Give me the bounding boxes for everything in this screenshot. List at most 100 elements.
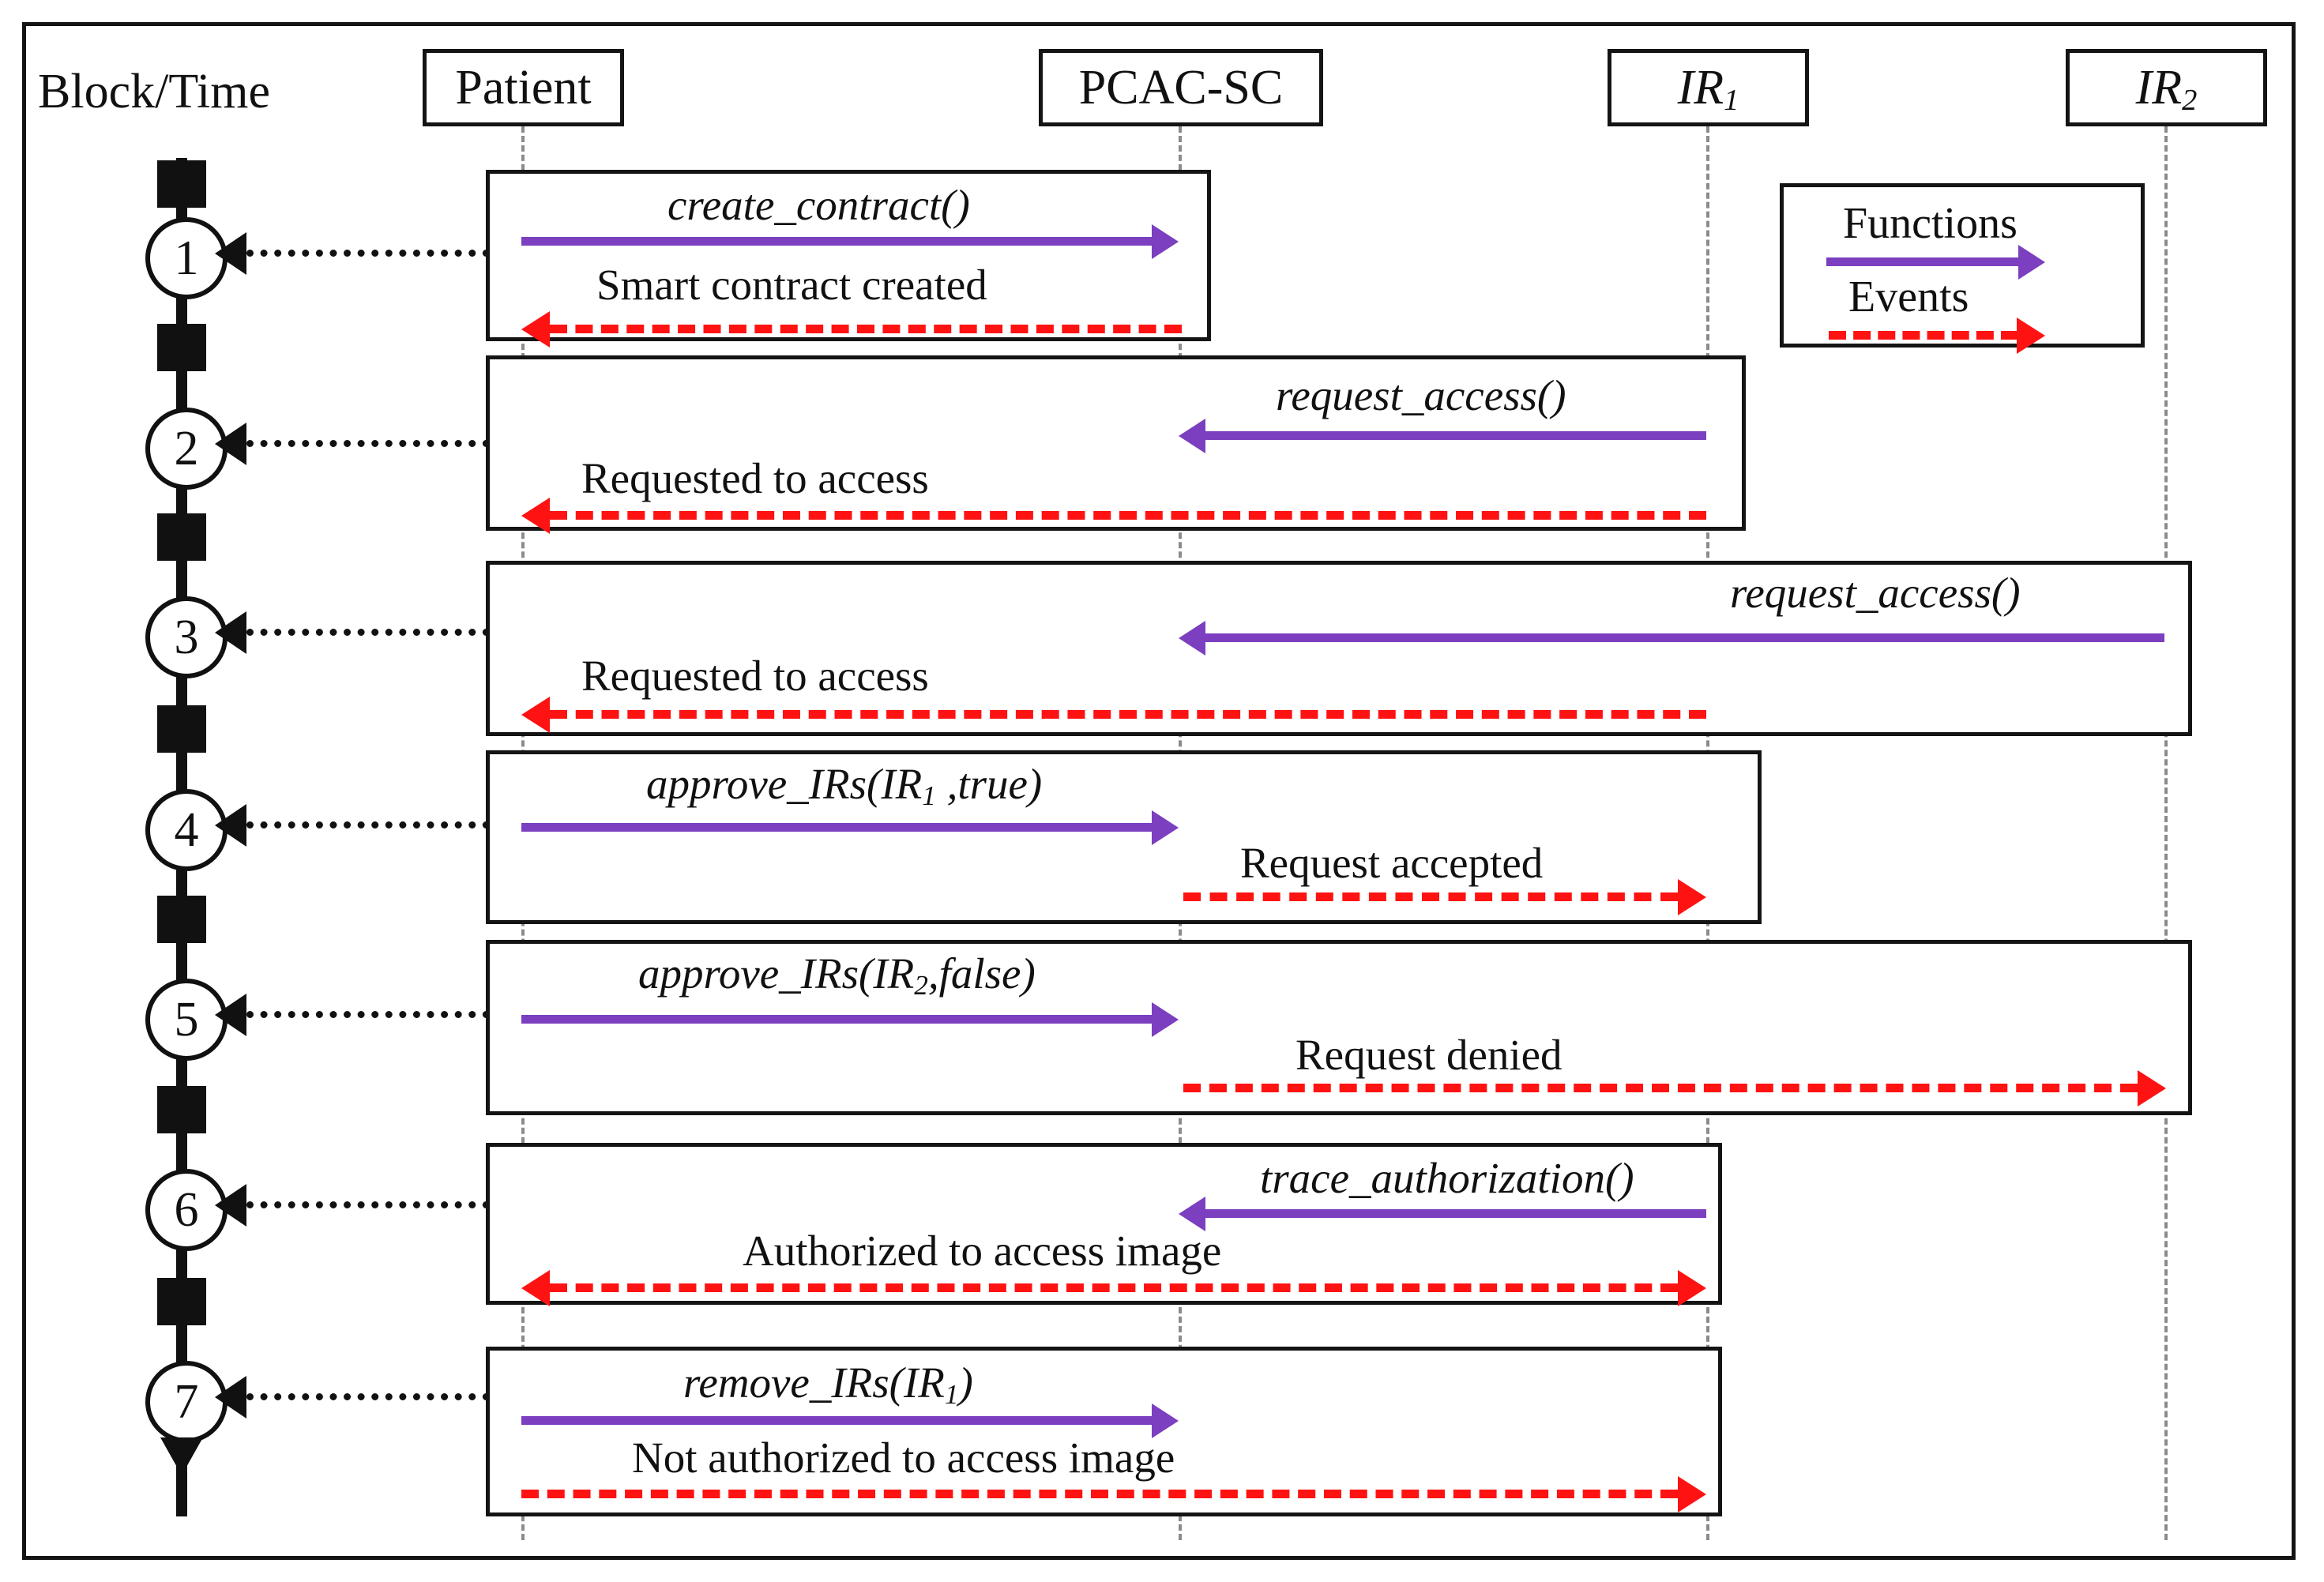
function-label-1: create_contract() <box>667 181 970 229</box>
block-box-7 <box>486 1347 1722 1516</box>
actor-box-pcac-sc[interactable]: PCAC-SC <box>1039 49 1323 126</box>
timeline-step-number: 2 <box>174 422 199 475</box>
function-arrow-head-4 <box>1152 810 1179 845</box>
function-arrow-head-5 <box>1152 1002 1179 1037</box>
function-arrow-line-5 <box>521 1015 1163 1024</box>
event-label-7: Not authorized to access image <box>632 1434 1175 1482</box>
lifeline-ir2 <box>2164 126 2168 1540</box>
block-box-1 <box>486 170 1211 341</box>
event-arrow-line-5 <box>1183 1084 2138 1092</box>
timeline-step-number: 3 <box>174 611 199 664</box>
function-label-5: approve_IRs(IR2,false) <box>638 949 1036 1001</box>
timeline-step-1[interactable]: 1 <box>145 217 228 299</box>
event-arrow-head-7 <box>1678 1476 1706 1512</box>
timeline-end-arrow-icon <box>160 1437 203 1475</box>
event-arrow-line-4 <box>1183 892 1678 901</box>
event-arrow-head-3 <box>521 697 550 733</box>
timeline-step-5[interactable]: 5 <box>145 979 228 1061</box>
legend-function-arrow-line <box>1826 257 2018 266</box>
step-connector-arrow-4 <box>215 804 246 847</box>
timeline-block-marker <box>157 160 206 208</box>
actor-box-ir2[interactable]: IR2 <box>2066 49 2267 126</box>
function-label-7: remove_IRs(IR1) <box>683 1358 973 1410</box>
step-connector-arrow-1 <box>215 232 246 275</box>
event-label-2: Requested to access <box>581 454 929 502</box>
function-arrow-head-7 <box>1152 1404 1179 1438</box>
function-label-3: request_access() <box>1730 569 2021 617</box>
event-label-4: Request accepted <box>1240 839 1544 887</box>
timeline-step-2[interactable]: 2 <box>145 408 228 490</box>
block-box-3 <box>486 561 2192 736</box>
step-connector-line-6 <box>246 1201 490 1208</box>
step-connector-line-2 <box>246 440 490 447</box>
timeline-step-3[interactable]: 3 <box>145 596 228 678</box>
function-label-2: request_access() <box>1276 371 1566 419</box>
timeline-block-marker <box>157 896 206 943</box>
event-arrow-head-6-left <box>521 1270 550 1306</box>
block-time-title: Block/Time <box>38 65 270 118</box>
timeline-step-number: 5 <box>174 993 199 1047</box>
step-connector-line-5 <box>246 1011 490 1018</box>
event-arrow-head-6-right <box>1678 1270 1706 1306</box>
function-arrow-line-3 <box>1205 633 2164 642</box>
legend-events-label: Events <box>1848 272 1969 321</box>
event-arrow-head-1 <box>521 311 550 348</box>
actor-box-ir1[interactable]: IR1 <box>1608 49 1809 126</box>
event-label-6: Authorized to access image <box>743 1227 1222 1275</box>
function-arrow-head-3 <box>1179 621 1205 656</box>
timeline-step-6[interactable]: 6 <box>145 1169 228 1251</box>
step-connector-arrow-6 <box>215 1184 246 1227</box>
event-arrow-line-1 <box>550 325 1182 333</box>
function-arrow-head-2 <box>1179 419 1205 453</box>
timeline-block-marker <box>157 1278 206 1325</box>
step-connector-line-7 <box>246 1393 490 1400</box>
timeline-step-7[interactable]: 7 <box>145 1361 228 1443</box>
event-label-5: Request denied <box>1295 1031 1562 1079</box>
actor-label-ir2: IR2 <box>2135 61 2198 118</box>
function-label-6: trace_authorization() <box>1260 1154 1634 1202</box>
step-connector-arrow-2 <box>215 423 246 465</box>
function-arrow-line-1 <box>521 237 1163 246</box>
legend-event-arrow-head <box>2017 318 2045 354</box>
timeline-block-marker <box>157 1086 206 1133</box>
event-arrow-head-5 <box>2138 1070 2166 1107</box>
event-arrow-line-3 <box>550 710 1706 719</box>
event-arrow-line-6 <box>550 1283 1678 1292</box>
block-box-2 <box>486 355 1746 531</box>
event-label-1: Smart contract created <box>596 261 987 309</box>
timeline-block-marker <box>157 705 206 753</box>
step-connector-line-1 <box>246 250 490 257</box>
timeline-step-4[interactable]: 4 <box>145 789 228 871</box>
step-connector-arrow-5 <box>215 994 246 1036</box>
function-arrow-line-6 <box>1205 1209 1706 1218</box>
function-arrow-line-4 <box>521 823 1163 832</box>
step-connector-line-4 <box>246 821 490 829</box>
actor-box-patient[interactable]: Patient <box>423 49 624 126</box>
timeline-block-marker <box>157 324 206 371</box>
timeline-step-number: 6 <box>174 1183 199 1237</box>
step-connector-arrow-3 <box>215 611 246 654</box>
step-connector-line-3 <box>246 629 490 636</box>
actor-label-ir1: IR1 <box>1677 61 1739 118</box>
function-arrow-line-2 <box>1205 431 1706 440</box>
event-label-3: Requested to access <box>581 652 929 700</box>
step-connector-arrow-7 <box>215 1376 246 1419</box>
legend-event-arrow-line <box>1829 331 2018 340</box>
function-arrow-head-1 <box>1152 224 1179 259</box>
actor-label-patient: Patient <box>455 61 592 115</box>
event-arrow-line-2 <box>550 511 1706 520</box>
event-arrow-line-7 <box>521 1490 1678 1498</box>
function-arrow-line-7 <box>521 1416 1163 1425</box>
function-label-4: approve_IRs(IR1 ,true) <box>646 760 1043 811</box>
actor-label-pcac-sc: PCAC-SC <box>1078 61 1284 115</box>
event-arrow-head-4 <box>1678 879 1706 915</box>
timeline-step-number: 7 <box>174 1375 199 1429</box>
timeline-step-number: 1 <box>174 231 199 285</box>
function-arrow-head-6 <box>1179 1197 1205 1231</box>
timeline-step-number: 4 <box>174 803 199 857</box>
legend-function-arrow-head <box>2018 245 2045 280</box>
block-box-6 <box>486 1143 1722 1305</box>
legend-functions-label: Functions <box>1843 199 2018 248</box>
event-arrow-head-2 <box>521 498 550 534</box>
